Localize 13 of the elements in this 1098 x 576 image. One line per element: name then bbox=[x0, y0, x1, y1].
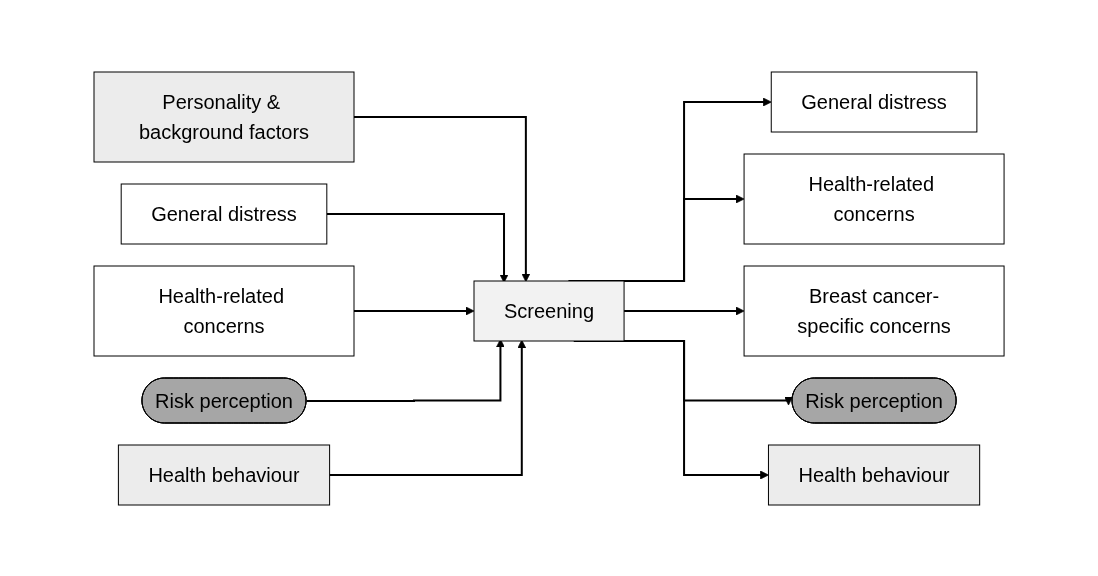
node-box: General distress bbox=[120, 183, 328, 244]
node-box: General distress bbox=[770, 71, 978, 132]
node-box: Personality & background factors bbox=[93, 71, 355, 162]
arrow bbox=[352, 115, 531, 282]
arrow bbox=[352, 306, 475, 315]
arrow bbox=[328, 339, 527, 476]
node-box: Health behaviour bbox=[117, 444, 331, 505]
node-box: Screening bbox=[473, 280, 625, 341]
arrow bbox=[623, 306, 745, 315]
node-box: Health behaviour bbox=[767, 444, 981, 505]
node-box: Health-related concerns bbox=[743, 153, 1005, 244]
node-box: Health-related concerns bbox=[93, 265, 355, 356]
node-box: Breast cancer-specific concerns bbox=[743, 265, 1005, 356]
